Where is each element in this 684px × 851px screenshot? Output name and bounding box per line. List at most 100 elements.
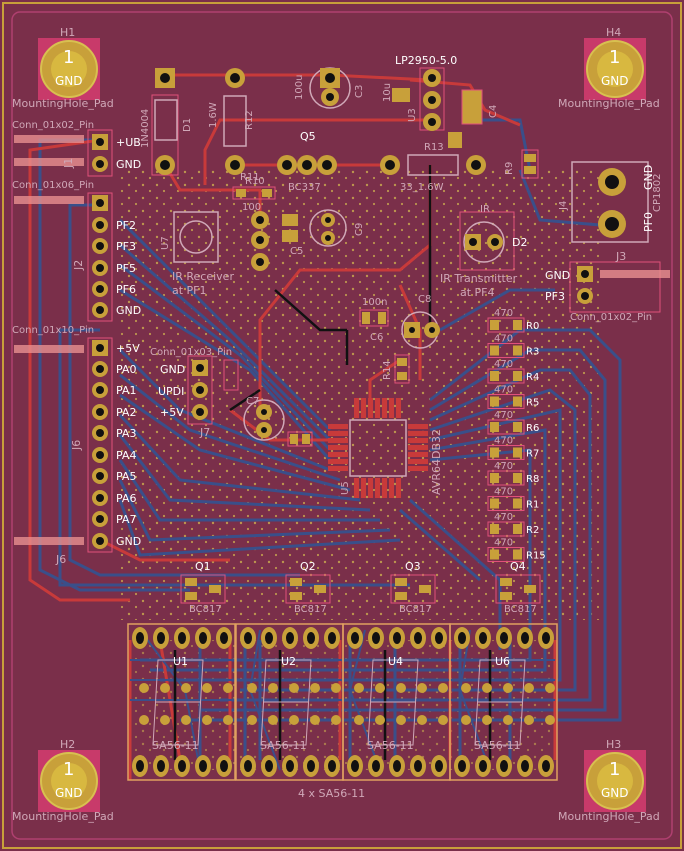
resistor-outline (487, 317, 525, 333)
c1-value: 100u (294, 75, 305, 100)
transistor-pad (290, 592, 302, 600)
display-via (524, 683, 534, 693)
resistor-pad (513, 473, 522, 483)
resistor-outline (487, 368, 525, 384)
display-pin-hole (500, 760, 508, 772)
h2-pad-number: 1 (63, 759, 74, 780)
r13-value: 33_1.6W (400, 182, 444, 193)
resistor-ref: R5 (526, 398, 539, 409)
display-via (202, 683, 212, 693)
resistor-outline (487, 394, 525, 409)
j6-pin-2: PA0 (116, 363, 136, 376)
c9-ref: C9 (354, 223, 365, 236)
j3-pin-pf3: PF3 (545, 290, 565, 303)
transistor-outline (390, 574, 436, 604)
c8-ref: C8 (418, 294, 431, 305)
display-pin-hole (328, 632, 336, 644)
resistor-ref: R2 (526, 525, 539, 536)
resistor-value: 470 (494, 512, 513, 523)
display-pin-hole (458, 632, 466, 644)
display-segment-outline (152, 659, 204, 746)
display-via (438, 683, 448, 693)
resistor-r9: R9 (504, 149, 539, 179)
display-pin-hole (286, 760, 294, 772)
r11-ref: R11 (240, 172, 260, 183)
display-outline (127, 623, 236, 781)
resistor-pad (490, 498, 499, 509)
j6-pin-7: PA5 (116, 470, 136, 483)
display-via (139, 683, 149, 693)
display-via (268, 683, 278, 693)
transistor-pad (314, 585, 326, 593)
resistor-pad (490, 549, 499, 560)
ir-label: IR (480, 204, 490, 215)
h2-footprint: MountingHole_Pad (12, 810, 114, 823)
j2-pin-3: PF5 (116, 262, 136, 275)
resistor-outline (487, 419, 525, 435)
resistor-pad (513, 549, 522, 560)
c2-value: 10u (382, 83, 393, 102)
updi-pin-3: +5V (160, 406, 184, 419)
display-pin-hole (136, 632, 144, 644)
transistor-pad (395, 578, 407, 586)
transistor-outline (495, 574, 541, 604)
j6-pin-9: PA7 (116, 513, 136, 526)
display-via (181, 683, 191, 693)
transistor-pad (419, 585, 431, 593)
display-pin-hole (500, 632, 508, 644)
transistor-outline (180, 574, 226, 604)
r12-ref: R12 (244, 110, 255, 130)
display-pin-hole (199, 632, 207, 644)
transistor-pad (500, 578, 512, 586)
resistor-r13: R13 33_1.6W (380, 132, 486, 193)
resistor-outline (487, 343, 525, 358)
connector-j4: GND PF0 J4 CP1802 (558, 161, 663, 243)
display-pin-hole (351, 632, 359, 644)
transistor-pad (290, 578, 302, 586)
display-pin-hole (307, 632, 315, 644)
resistor-outline (487, 521, 525, 537)
j4-ref: J4 (558, 201, 569, 211)
updi-name: Conn_01x03_Pin (150, 347, 232, 358)
j1-ref: J1 (62, 158, 75, 169)
d1-ref: D1 (182, 118, 193, 132)
ir-transmitter-d2: IR D2 IR Transmitter at PF4 (440, 204, 527, 299)
display-ref: U2 (281, 655, 296, 668)
j3-ref: J3 (615, 250, 626, 263)
display-pin-hole (265, 760, 273, 772)
resistor-pad (513, 345, 522, 356)
display-via (503, 715, 513, 725)
resistor-r14: R14 (382, 354, 410, 384)
resistor-value: 470 (494, 334, 513, 345)
resistor-ref: R3 (526, 347, 539, 358)
mounting-hole-h4: H4 1 GND MountingHole_Pad (558, 26, 660, 110)
j6-ref-vertical: J6 (70, 440, 83, 451)
display-pin-hole (479, 760, 487, 772)
display-via (396, 715, 406, 725)
resistor-pad (490, 320, 499, 330)
display-pin-hole (372, 632, 380, 644)
h1-ref: H1 (60, 26, 75, 39)
q5-ref: Q5 (300, 130, 316, 143)
capacitor-c8: C8 (401, 294, 440, 349)
resistor-outline (487, 470, 525, 486)
resistor-value: 470 (494, 308, 513, 319)
display-pin-hole (372, 760, 380, 772)
resistor-pad (490, 447, 499, 458)
j6-pin-8: PA6 (116, 492, 136, 505)
j6-ref: J6 (55, 553, 66, 566)
display-via (289, 715, 299, 725)
h1-footprint: MountingHole_Pad (12, 97, 114, 110)
display-pin-hole (286, 632, 294, 644)
r14-ref: R14 (382, 360, 393, 380)
j2-pin-4: PF6 (116, 283, 136, 296)
c4-ref: C4 (488, 105, 499, 118)
